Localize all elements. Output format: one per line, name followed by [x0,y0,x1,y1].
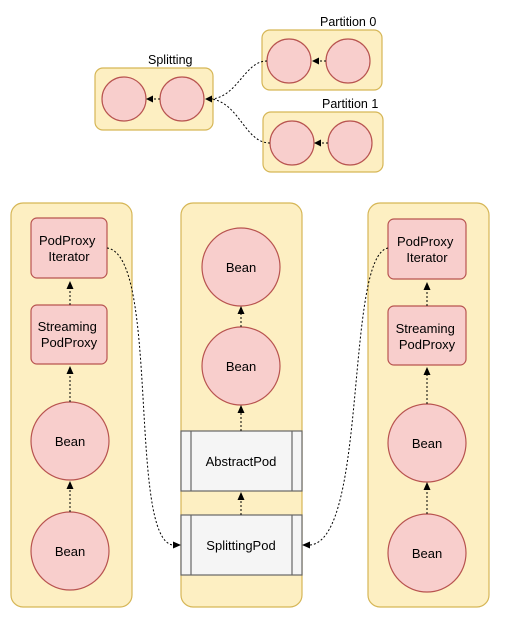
center-bean-top-label: Bean [226,260,256,275]
left-bean-lower-label: Bean [55,544,85,559]
splitting-label: Splitting [148,53,193,67]
right-bean-upper-label: Bean [412,436,442,451]
partition-1-element-right [327,120,373,166]
right-podproxy-iterator-label: PodProxy Iterator [397,234,457,265]
right-streaming-podproxy-label: Streaming PodProxy [396,321,459,352]
left-bean-upper-label: Bean [55,434,85,449]
splitting-element-left [101,76,147,122]
right-podproxy-iterator [387,218,467,280]
splitting-element-right [159,76,205,122]
left-podproxy-iterator [30,217,108,279]
partition-0-element-left [266,38,312,84]
splitting-pod-label: SplittingPod [206,538,275,553]
abstract-pod-label: AbstractPod [206,454,277,469]
left-streaming-podproxy [30,304,108,365]
partition-0-element-right [325,38,371,84]
left-podproxy-iterator-label: PodProxy Iterator [39,233,99,264]
partition-1-label: Partition 1 [322,97,378,111]
iterator-to-splittingpod-arrows [106,247,389,549]
center-bean-mid-label: Bean [226,359,256,374]
center-column-arrows [237,306,245,515]
right-bean-lower-label: Bean [412,546,442,561]
partition-1-element-left [269,120,315,166]
splitting-pod [180,514,303,576]
left-column-arrows [66,281,74,512]
left-streaming-podproxy-label: Streaming PodProxy [38,319,101,350]
right-column-arrows [423,282,431,514]
partition-0-label: Partition 0 [320,15,376,29]
mini-arrows [146,57,328,147]
